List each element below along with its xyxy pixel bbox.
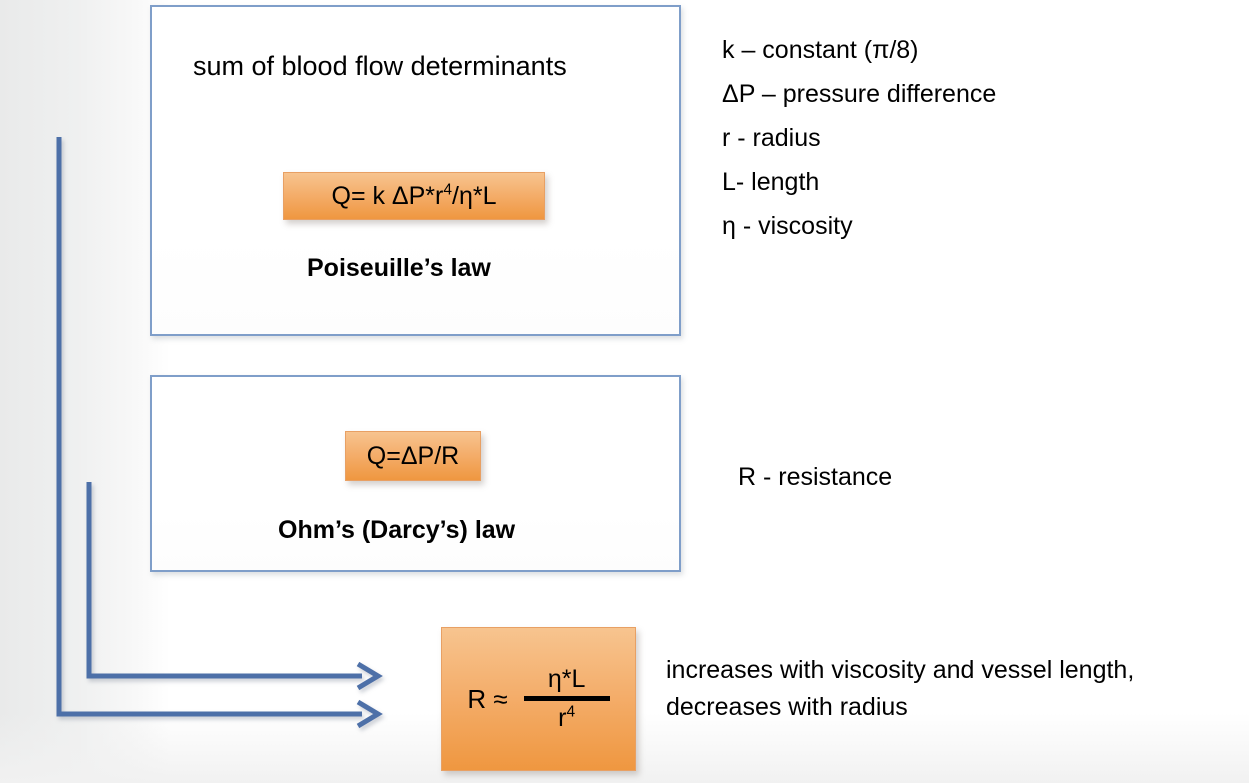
resistance-fraction-denominator: r4 xyxy=(552,701,581,734)
variable-legend-list: k – constant (π/8) ΔP – pressure differe… xyxy=(722,28,1142,248)
background-left-shading xyxy=(0,0,170,783)
poiseuille-formula-text: Q= k ΔP*r4/η*L xyxy=(332,182,497,211)
poiseuille-law-box xyxy=(150,5,681,336)
resistance-description: increases with viscosity and vessel leng… xyxy=(666,652,1249,726)
resistance-denominator-base: r xyxy=(558,704,567,732)
legend-item-resistance: R - resistance xyxy=(738,463,893,491)
resistance-description-line2: decreases with radius xyxy=(666,692,908,721)
ohm-formula-chip: Q=ΔP/R xyxy=(345,431,481,481)
poiseuille-formula-exponent: 4 xyxy=(443,181,452,199)
legend-item-eta: η - viscosity xyxy=(722,212,853,240)
legend-item-k: k – constant (π/8) xyxy=(722,36,919,64)
resistance-formula-lhs: R ≈ xyxy=(467,683,508,714)
resistance-formula-wrap: R ≈ η*L r4 xyxy=(442,665,635,734)
resistance-fraction-bar xyxy=(523,696,610,701)
legend-item-l: L- length xyxy=(722,168,820,196)
poiseuille-law-label: Poiseuille’s law xyxy=(307,254,491,282)
poiseuille-formula-prefix: Q= k ΔP*r xyxy=(331,181,444,210)
ohm-formula-text: Q=ΔP/R xyxy=(366,441,460,470)
legend-item-delta-p: ΔP – pressure difference xyxy=(722,80,997,108)
poiseuille-formula-suffix: /η*L xyxy=(452,181,497,210)
legend-item-r: r - radius xyxy=(722,124,821,152)
resistance-fraction-numerator: η*L xyxy=(547,664,586,693)
page-title: sum of blood flow determinants xyxy=(193,51,567,81)
resistance-formula-chip: R ≈ η*L r4 xyxy=(441,627,636,771)
poiseuille-formula-chip: Q= k ΔP*r4/η*L xyxy=(283,172,545,220)
ohm-law-label: Ohm’s (Darcy’s) law xyxy=(278,516,516,544)
resistance-denominator-exponent: 4 xyxy=(566,703,576,721)
resistance-fraction: η*L r4 xyxy=(523,664,610,734)
resistance-description-line1: increases with viscosity and vessel leng… xyxy=(666,656,1135,684)
